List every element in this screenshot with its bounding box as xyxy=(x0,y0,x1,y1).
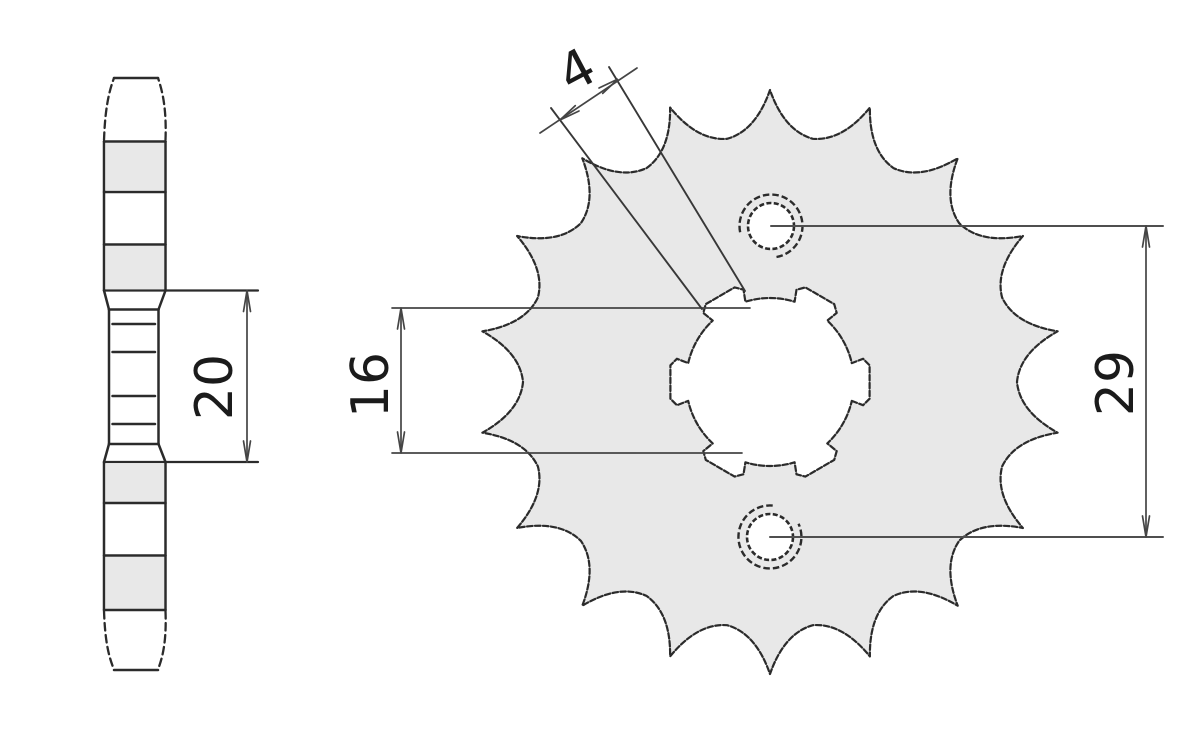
leader-line-4-b xyxy=(608,66,746,292)
side-gray-band xyxy=(106,557,164,609)
dim-arrowhead xyxy=(396,431,406,454)
mount-hole-top-chamfer-arc xyxy=(738,193,804,259)
side-gray-band xyxy=(106,464,164,502)
side-outline xyxy=(102,442,111,464)
cap-curve xyxy=(156,609,167,671)
leader-line-4-a xyxy=(550,107,703,310)
dim-hub-width-label: 20 xyxy=(185,354,245,420)
side-top-cap xyxy=(104,78,166,141)
dim-arrowhead xyxy=(559,104,580,121)
side-outline xyxy=(157,442,167,464)
dim-arrowhead xyxy=(242,290,252,313)
side-outline xyxy=(102,289,111,311)
dimensions: 4 16 20 29 xyxy=(102,37,1164,538)
cap-curve xyxy=(102,609,116,671)
side-outline xyxy=(157,289,167,311)
dim-arrowhead xyxy=(1141,515,1151,538)
dim-arrowhead xyxy=(1141,225,1151,248)
front-view xyxy=(481,88,1059,676)
dim-hole-spacing-label: 29 xyxy=(1086,350,1146,416)
dim-arrowhead xyxy=(598,78,619,95)
side-bottom-cap xyxy=(104,611,166,670)
sprocket-body xyxy=(481,88,1059,676)
cap-curve xyxy=(156,76,167,142)
mount-hole-bottom-chamfer-arc xyxy=(737,504,803,570)
side-view xyxy=(102,76,167,672)
dim-bore-width-label: 16 xyxy=(341,352,401,418)
side-gray-band xyxy=(106,246,164,289)
side-gray-band xyxy=(106,143,164,190)
dimension-line-4 xyxy=(539,67,638,134)
dim-arrowhead xyxy=(396,307,406,330)
cap-curve xyxy=(102,76,116,142)
dim-arrowhead xyxy=(242,440,252,463)
